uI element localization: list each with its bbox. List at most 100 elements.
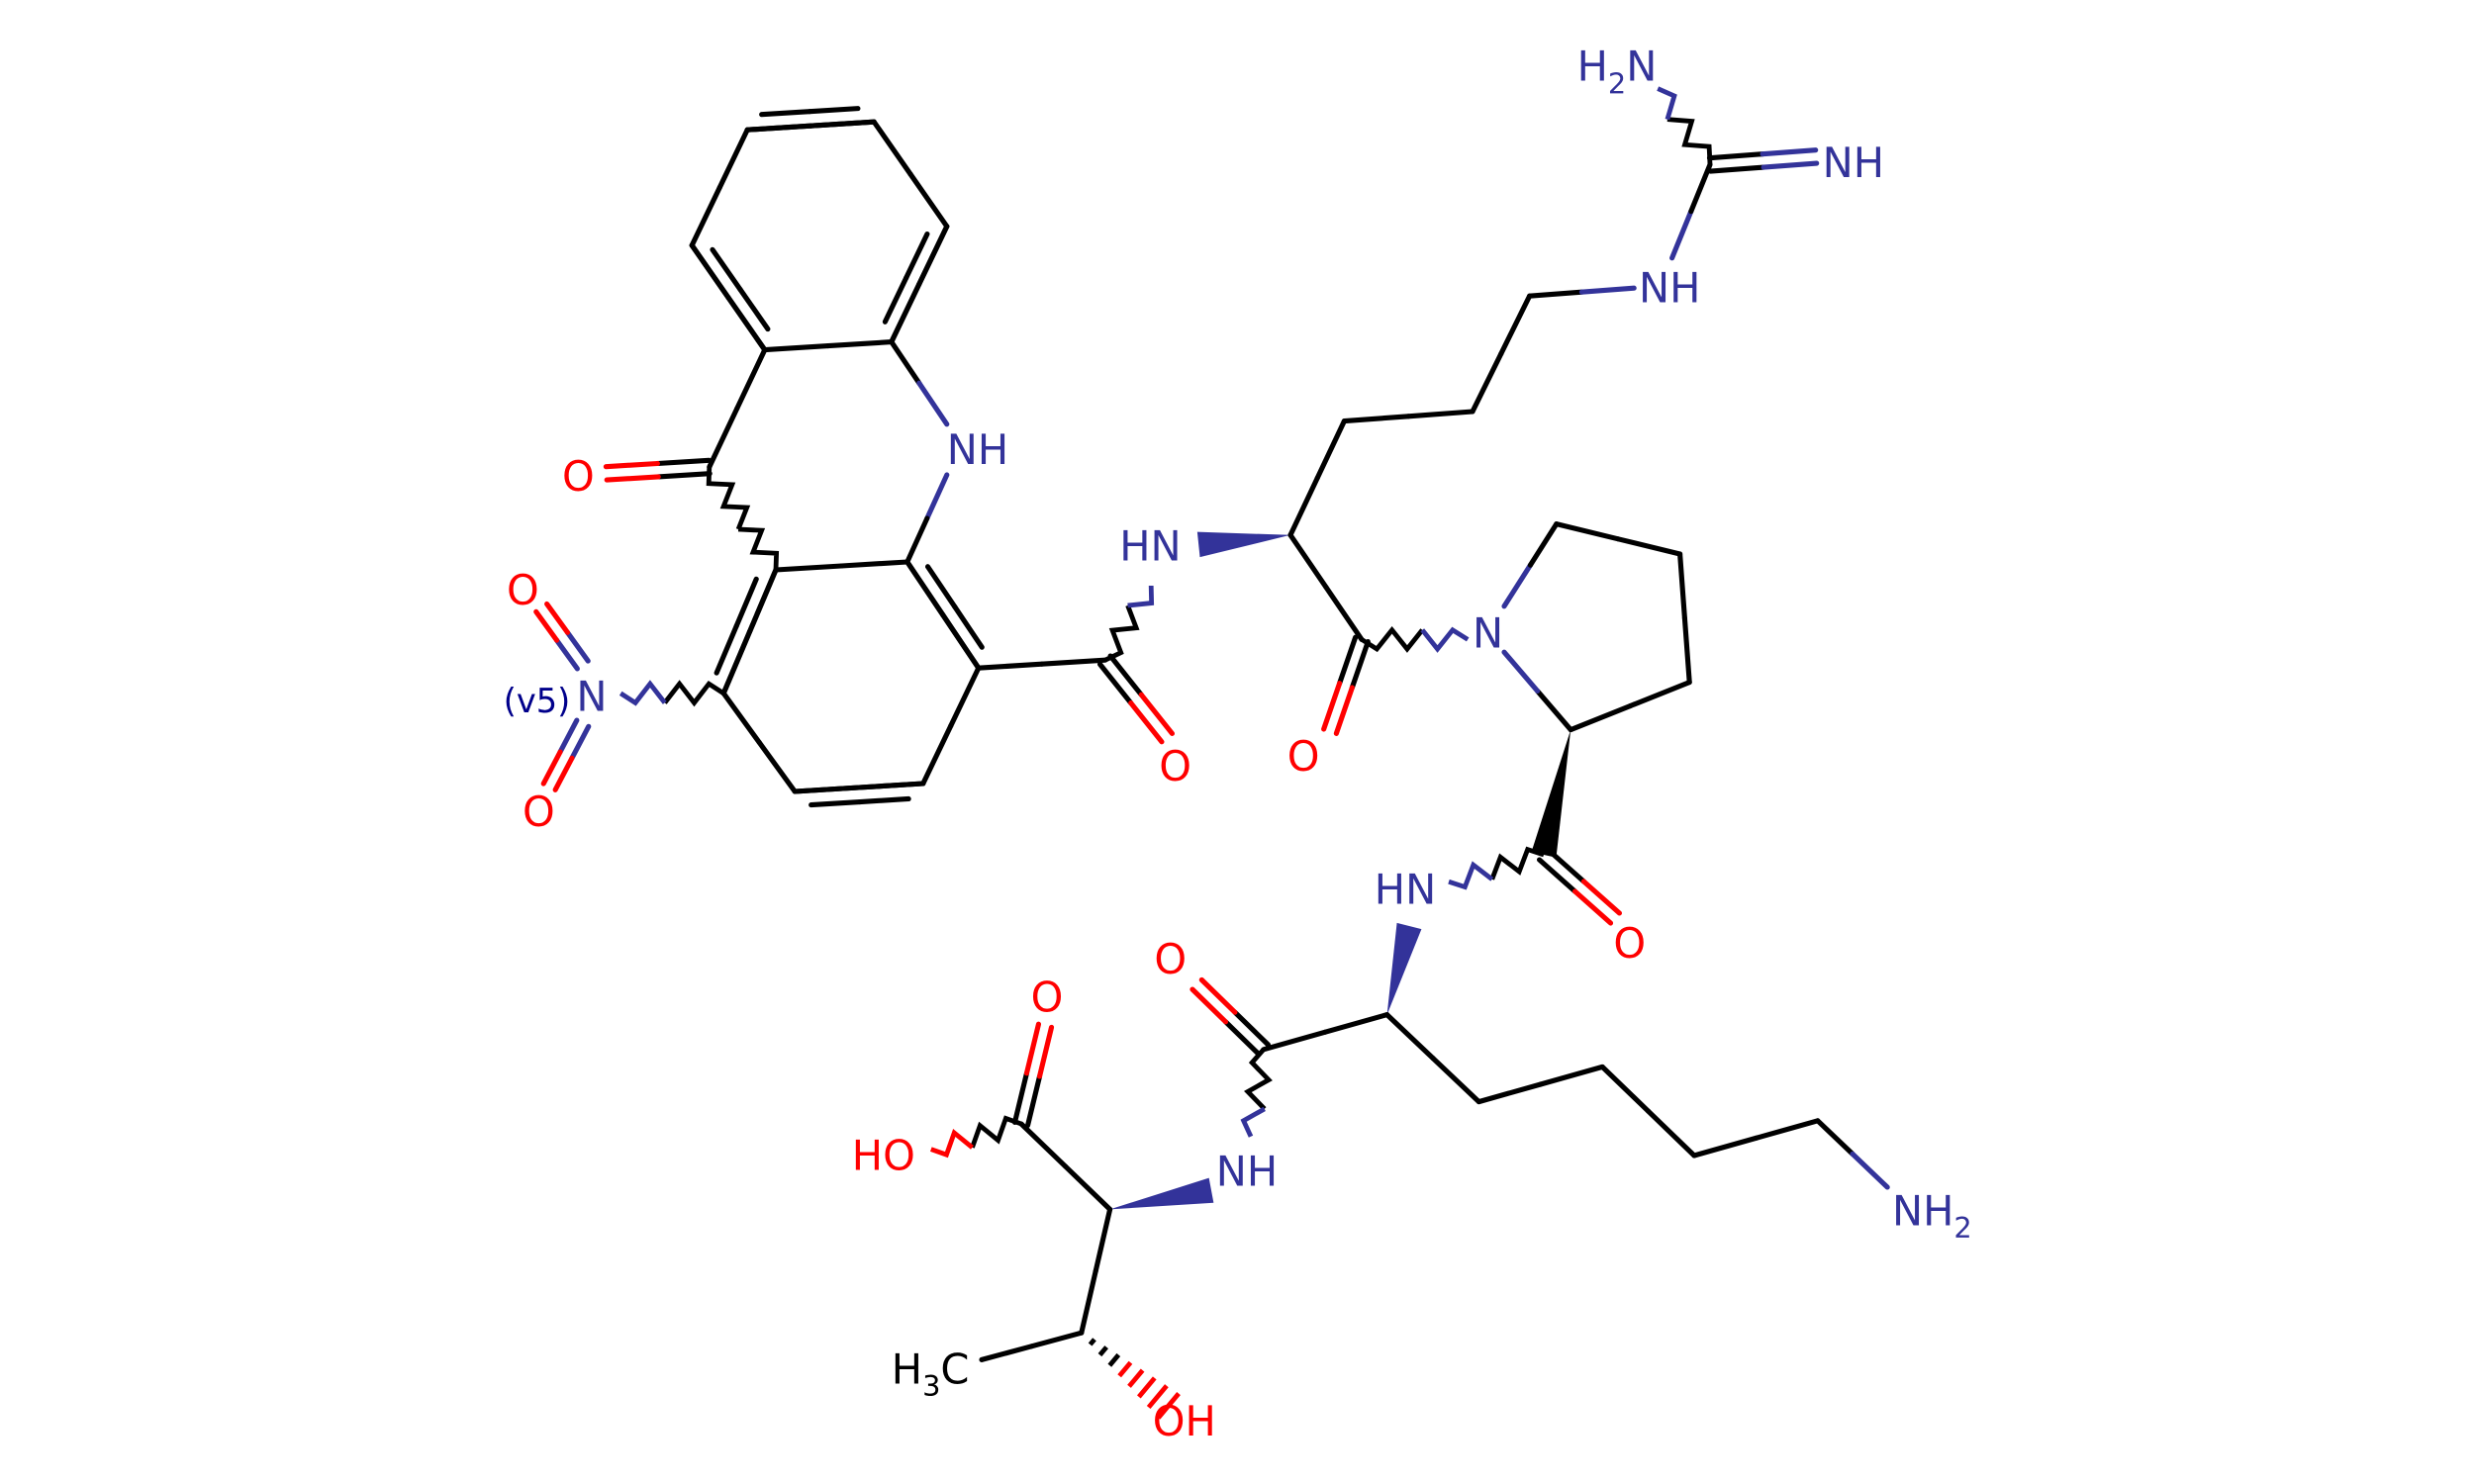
bond	[1535, 688, 1573, 733]
bond	[707, 406, 740, 470]
bond	[1189, 986, 1229, 1025]
atom-arg-o: O	[1287, 732, 1320, 781]
bond	[1646, 1108, 1697, 1159]
bond	[1028, 1330, 1085, 1349]
bond	[808, 119, 877, 129]
bond	[1023, 1021, 1042, 1076]
bond	[825, 339, 895, 349]
bond	[655, 471, 713, 480]
bond	[725, 295, 768, 353]
bond	[1117, 1360, 1133, 1378]
bond	[747, 567, 779, 634]
bond	[1599, 1064, 1652, 1114]
bond	[838, 559, 910, 569]
bond	[734, 347, 768, 412]
atom-thr-ch3: H3C	[892, 1345, 970, 1403]
bond	[1093, 1206, 1113, 1274]
bond	[689, 185, 722, 248]
bond	[1688, 161, 1713, 215]
bond	[1314, 418, 1347, 481]
bond	[1097, 1345, 1108, 1357]
bond	[744, 123, 813, 133]
bond	[940, 612, 982, 671]
atom-thr-o: O	[1031, 973, 1064, 1021]
atom-thr-oh: OH	[1153, 1397, 1216, 1445]
bond	[1137, 1376, 1157, 1399]
bond	[924, 564, 958, 610]
bond	[1198, 976, 1238, 1015]
bond	[1501, 649, 1541, 694]
atom-nitro-o2: O	[523, 788, 555, 836]
atom-guan-imine: NH	[1823, 139, 1884, 187]
bond	[737, 286, 771, 332]
bond	[1024, 1073, 1043, 1129]
bond	[1707, 164, 1766, 174]
bond	[1240, 1106, 1266, 1138]
bond	[1103, 604, 1140, 663]
atom-thr-ho: HO	[852, 1131, 915, 1179]
bond	[1405, 409, 1475, 419]
bond	[1039, 657, 1108, 667]
bond	[1850, 1151, 1890, 1190]
bond	[1287, 475, 1320, 538]
bond	[1138, 692, 1176, 736]
atom-lys-nh2: NH2	[1892, 1186, 1972, 1245]
bond	[948, 665, 982, 729]
bond	[1018, 1121, 1069, 1169]
bond	[1627, 680, 1692, 709]
bond	[720, 628, 753, 696]
bond	[904, 515, 930, 565]
bond	[540, 749, 563, 787]
bond	[1815, 1118, 1856, 1157]
bond	[544, 601, 571, 635]
bond	[716, 127, 750, 191]
atom-nitro-o1: O	[507, 566, 539, 614]
bond	[1244, 1048, 1273, 1111]
bond	[1232, 1009, 1272, 1048]
bond	[1360, 625, 1425, 653]
bond	[1323, 585, 1365, 642]
bond	[856, 781, 926, 790]
bond	[706, 466, 751, 530]
bond	[533, 608, 560, 643]
bond	[929, 1129, 974, 1159]
bond	[733, 576, 759, 629]
bond	[904, 559, 946, 618]
bond	[1760, 160, 1820, 170]
bond	[1156, 1391, 1181, 1420]
bond	[1420, 626, 1470, 653]
bond	[714, 623, 739, 676]
bond	[807, 106, 861, 115]
atom-amide1-hn: HN	[1119, 521, 1181, 570]
bond	[916, 380, 950, 427]
bond	[1036, 1024, 1055, 1079]
bond	[882, 275, 909, 325]
bond	[1681, 615, 1692, 686]
bond	[618, 680, 667, 706]
bond	[952, 603, 985, 650]
bond	[792, 785, 862, 794]
bond	[720, 691, 762, 745]
bond	[604, 474, 661, 483]
bond	[1322, 1012, 1390, 1035]
bond	[1321, 681, 1343, 732]
bond	[1349, 639, 1371, 691]
bond	[1127, 1368, 1145, 1388]
bond	[1580, 879, 1623, 916]
bond	[970, 1115, 1022, 1149]
bond	[1706, 151, 1765, 161]
bond	[662, 680, 725, 707]
bond	[773, 563, 844, 573]
bond	[1568, 703, 1633, 733]
bond	[1341, 414, 1411, 424]
bond	[759, 109, 812, 118]
bond	[1011, 1070, 1030, 1125]
bond	[1079, 1268, 1098, 1336]
bond	[1088, 1338, 1096, 1346]
bond	[557, 717, 580, 755]
atom-pro-o: O	[1613, 919, 1646, 968]
bond	[1578, 285, 1637, 295]
bond	[603, 460, 660, 470]
atom-guan-h2n: H2N	[1577, 43, 1658, 101]
